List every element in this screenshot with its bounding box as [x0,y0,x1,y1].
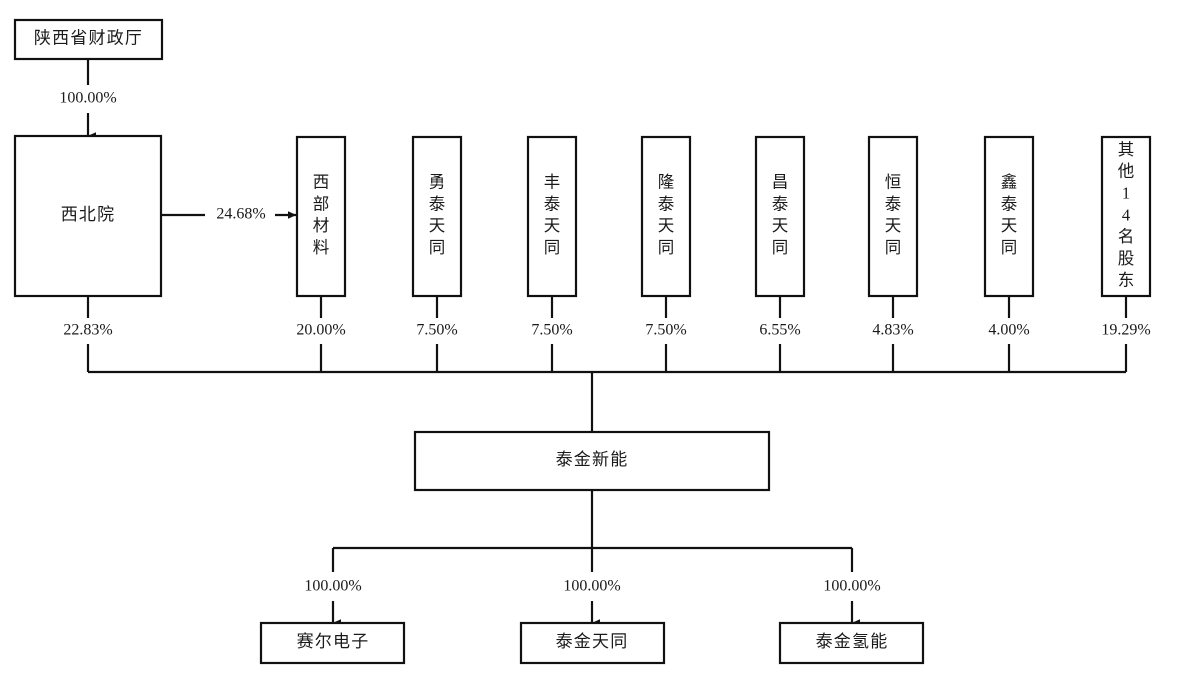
percent-label-top-link: 100.00% [59,90,116,107]
node-box-company[interactable] [413,430,771,492]
svg-text:泰: 泰 [772,194,789,213]
svg-text:其: 其 [1118,140,1135,159]
node-box-shareholder-2[interactable] [411,135,463,298]
svg-text:同: 同 [429,238,446,257]
svg-text:他: 他 [1118,162,1135,181]
node-label-subsidiary-0: 赛尔电子 [297,631,370,651]
node-label-company: 泰金新能 [556,450,629,469]
svg-text:鑫: 鑫 [1001,173,1018,192]
svg-text:材: 材 [313,216,330,235]
node-box-shareholder-0[interactable] [13,134,163,298]
node-box-shareholder-3[interactable] [526,135,578,298]
node-box-shareholder-6[interactable] [867,135,919,298]
node-label-shareholder-0: 西北院 [61,205,116,224]
svg-text:西: 西 [313,173,330,192]
connector-layer [86,59,1128,627]
node-box-subsidiary-0[interactable] [259,621,406,665]
svg-text:料: 料 [313,238,330,257]
svg-text:同: 同 [885,238,902,257]
svg-text:东: 东 [1118,271,1135,290]
svg-text:丰: 丰 [544,173,561,192]
svg-text:勇: 勇 [429,173,446,192]
node-layer [13,18,1152,665]
percent-label-shareholder-2: 7.50% [416,322,457,339]
label-layer: 陕西省财政厅100.00%西北院22.83%西部材料20.00%勇泰天同7.50… [34,28,1151,651]
svg-text:天: 天 [885,216,902,235]
percent-label-subsidiary-0: 100.00% [304,578,361,595]
node-box-shareholder-4[interactable] [640,135,692,298]
svg-text:股: 股 [1118,249,1135,268]
node-box-subsidiary-2[interactable] [778,621,925,665]
percent-label-shareholder-1: 20.00% [296,322,345,339]
percent-label-shareholder-7: 4.00% [988,322,1029,339]
svg-text:同: 同 [1001,238,1018,257]
node-label-shareholder-8: 其他 1 4 名股东 [1118,140,1135,290]
svg-text:天: 天 [544,216,561,235]
percent-label-cross-link: 24.68% [216,206,265,223]
svg-text:天: 天 [429,216,446,235]
node-box-shareholder-5[interactable] [754,135,806,298]
percent-label-shareholder-0: 22.83% [63,322,112,339]
svg-text:泰: 泰 [1001,194,1018,213]
svg-text:同: 同 [544,238,561,257]
svg-text:4: 4 [1122,205,1130,224]
percent-label-subsidiary-1: 100.00% [563,578,620,595]
svg-text:昌: 昌 [772,173,789,192]
svg-text:同: 同 [658,238,675,257]
svg-text:同: 同 [772,238,789,257]
svg-text:泰: 泰 [429,194,446,213]
svg-text:部: 部 [313,194,330,213]
node-label-subsidiary-2: 泰金氢能 [816,632,889,651]
svg-text:天: 天 [658,216,675,235]
svg-text:名: 名 [1118,227,1135,246]
svg-text:泰: 泰 [885,194,902,213]
node-box-shareholder-8[interactable] [1100,135,1152,298]
percent-label-shareholder-3: 7.50% [531,322,572,339]
svg-text:1: 1 [1122,184,1130,203]
node-label-subsidiary-1: 泰金天同 [556,632,629,651]
svg-text:隆: 隆 [658,173,675,192]
svg-text:天: 天 [772,216,789,235]
node-box-shareholder-1[interactable] [295,135,347,298]
svg-text:恒: 恒 [885,173,902,192]
node-box-subsidiary-1[interactable] [519,621,666,665]
percent-label-shareholder-5: 6.55% [759,322,800,339]
node-box-top-entity[interactable] [13,18,164,61]
percent-label-subsidiary-2: 100.00% [823,578,880,595]
percent-label-shareholder-8: 19.29% [1101,322,1150,339]
percent-label-shareholder-6: 4.83% [872,322,913,339]
svg-text:天: 天 [1001,216,1018,235]
node-label-top-entity: 陕西省财政厅 [34,28,143,47]
node-box-shareholder-7[interactable] [983,135,1035,298]
percent-label-shareholder-4: 7.50% [645,322,686,339]
svg-text:泰: 泰 [544,194,561,213]
svg-text:泰: 泰 [658,194,675,213]
